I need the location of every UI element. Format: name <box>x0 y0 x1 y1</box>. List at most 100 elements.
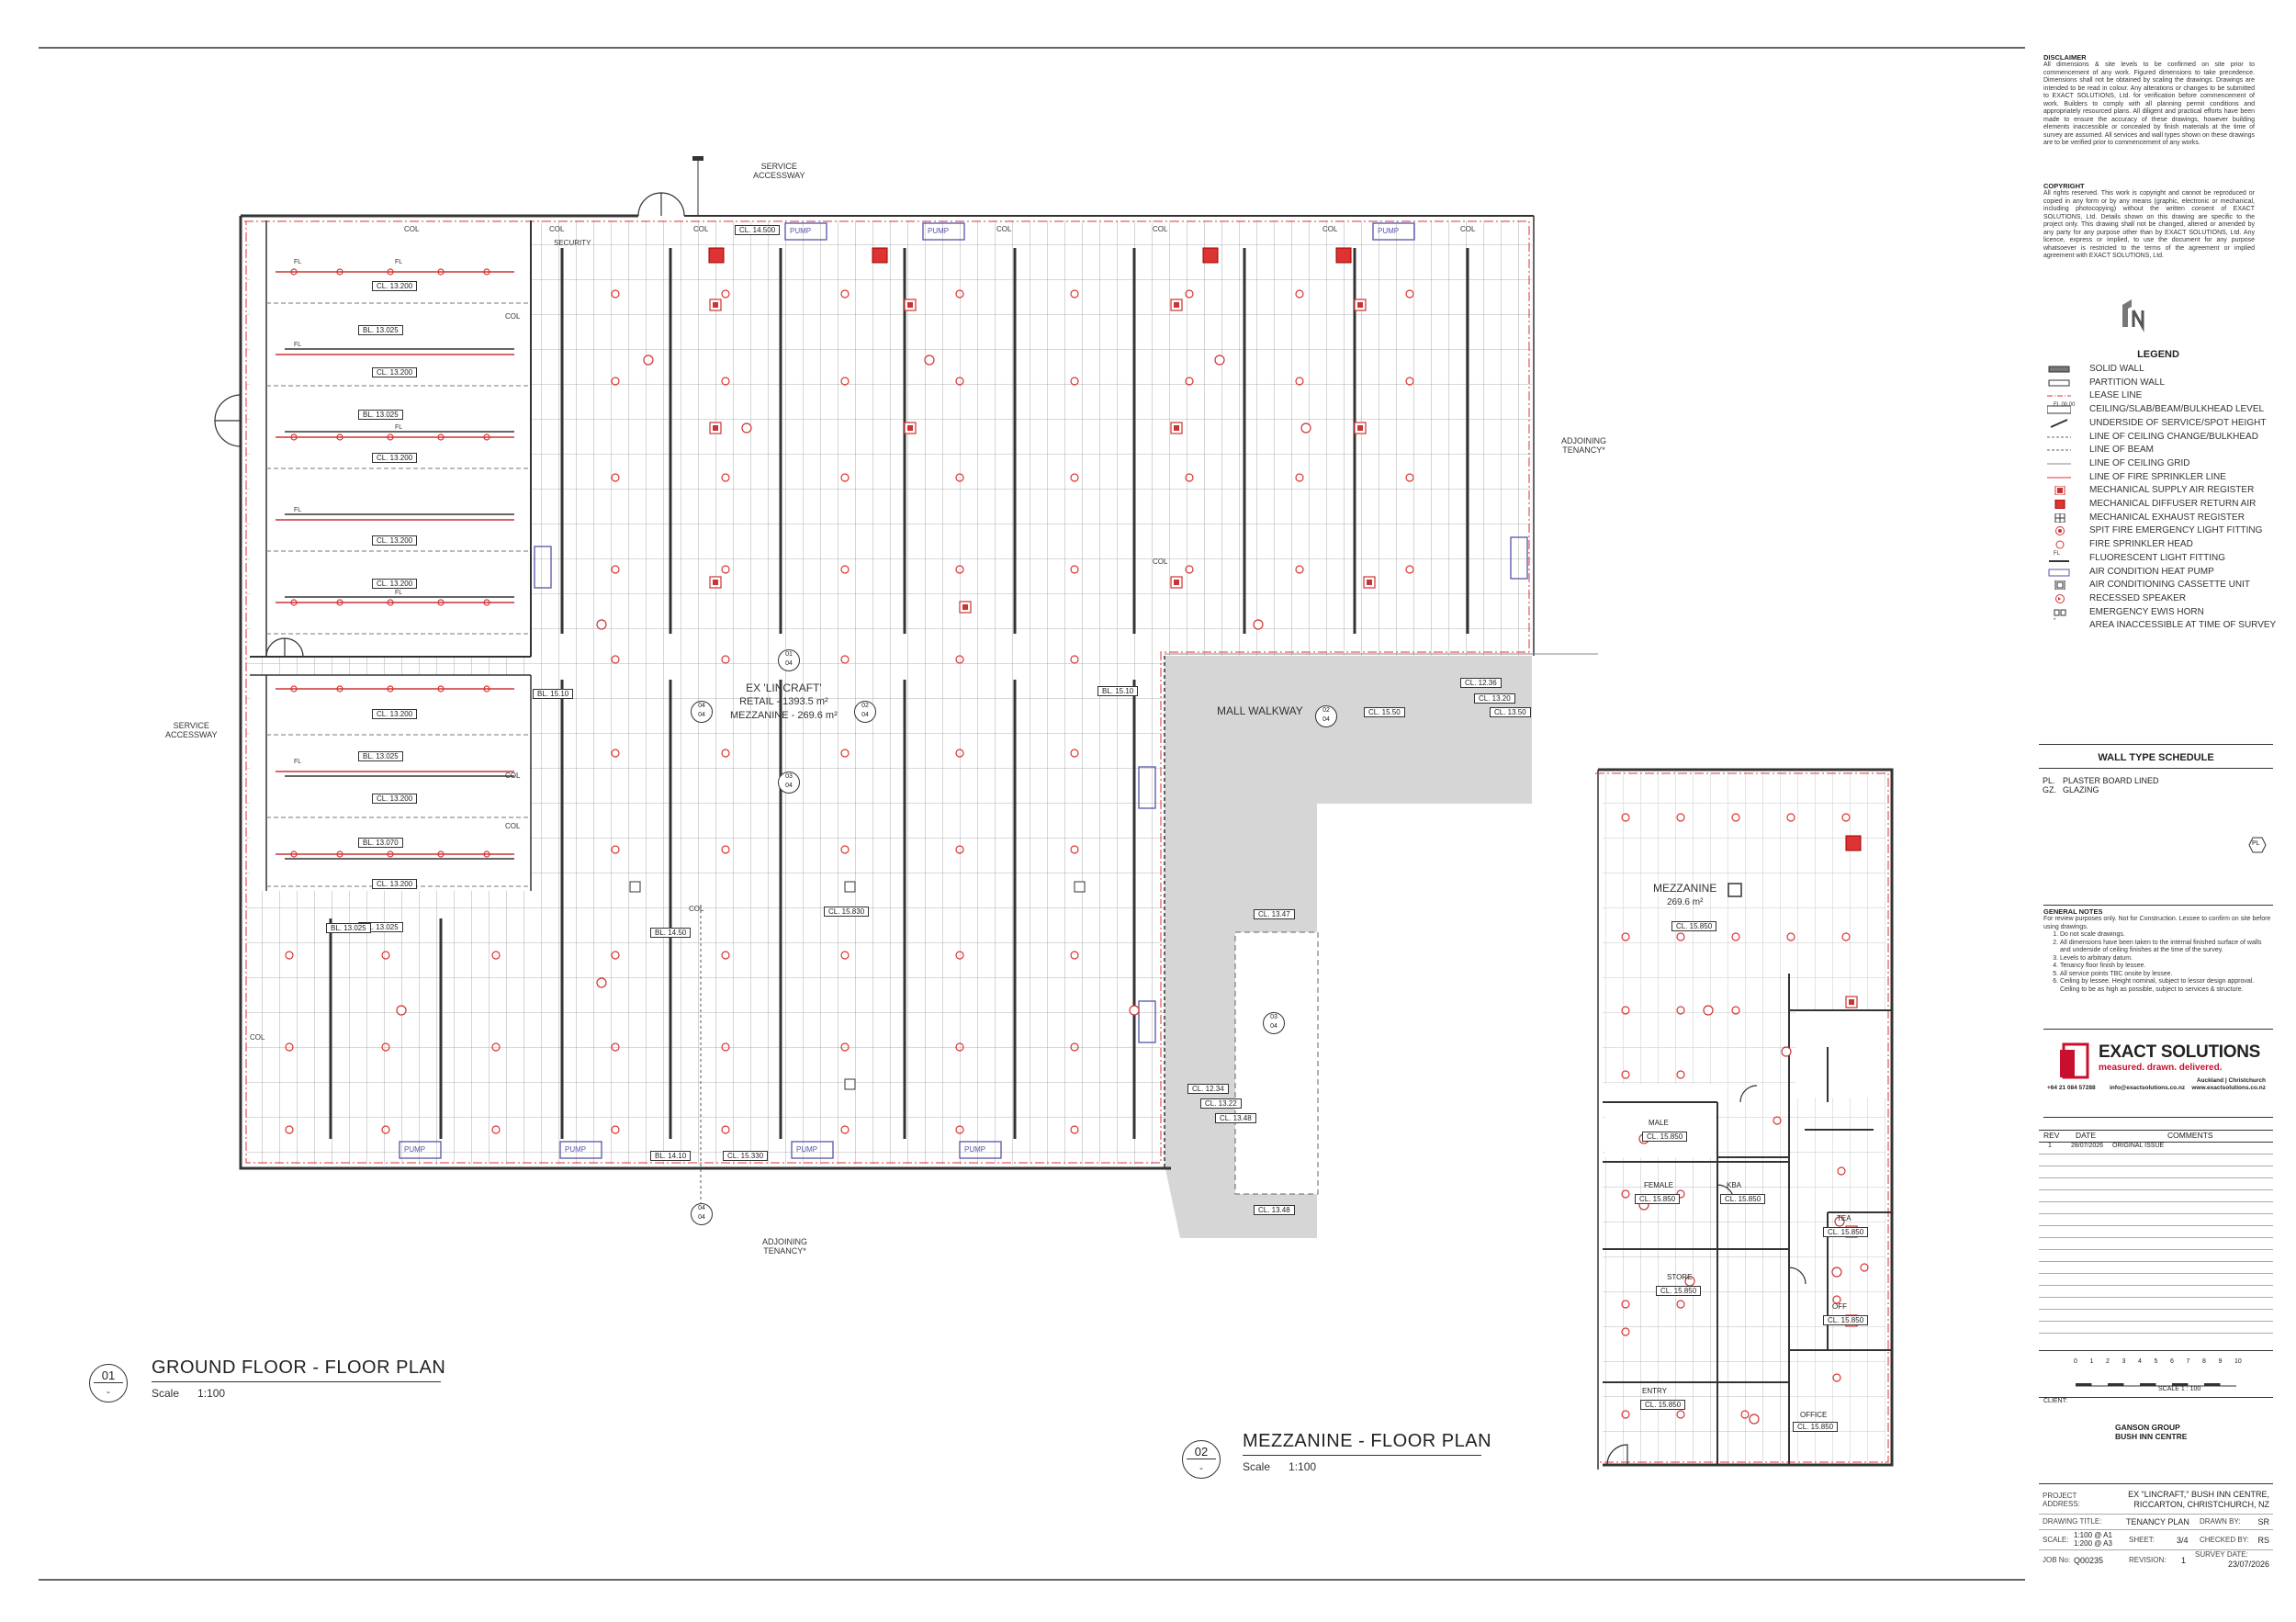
legend-item-label: RECESSED SPEAKER <box>2089 592 2187 603</box>
level-tag: BL. 13.025 <box>358 325 403 335</box>
wall-type-row: PL.PLASTER BOARD LINED <box>2043 776 2159 785</box>
scale-bar-graphic <box>2076 1377 2236 1387</box>
col-label: COL <box>689 905 704 913</box>
level-tag: CL. 12.34 <box>1187 1084 1229 1094</box>
scale-tick-label: 4 <box>2138 1358 2142 1365</box>
level-tag-icon: FL 00.00 <box>2046 402 2075 414</box>
mezzanine-label: MEZZANINE 269.6 m² <box>1653 882 1717 907</box>
col-label: COL <box>549 225 565 233</box>
fl-label: FL <box>294 507 302 513</box>
col-label: COL <box>1322 225 1338 233</box>
retail-area: RETAIL - 1393.5 m² <box>739 696 828 707</box>
revision-row-empty <box>2039 1166 2273 1178</box>
wall-type-row: GZ.GLAZING <box>2043 785 2099 794</box>
revision-header: REV DATE COMMENTS <box>2039 1130 2273 1143</box>
wall-type-badge: PL <box>2248 837 2267 853</box>
revision-row-empty <box>2039 1250 2273 1262</box>
level-tag: CL. 13.200 <box>372 281 418 291</box>
legend-symbol-tag: FL <box>2054 550 2061 557</box>
level-tag: CL. 15.850 <box>1823 1315 1869 1325</box>
legend-symbol-tag: * <box>2054 618 2056 625</box>
pump-label: PUMP <box>790 227 812 235</box>
revision-row-empty <box>2039 1226 2273 1238</box>
revision-row-empty <box>2039 1214 2273 1226</box>
level-tag: CL. 13.47 <box>1254 909 1295 919</box>
legend-item-label: SPIT FIRE EMERGENCY LIGHT FITTING <box>2089 525 2263 536</box>
level-tag: CL. 15.850 <box>1642 1132 1688 1142</box>
legend-item-label: FIRE SPRINKLER HEAD <box>2089 539 2193 550</box>
general-note-item: Tenancy floor finish by lessee. <box>2060 963 2273 971</box>
tenancy-name: EX 'LINCRAFT' <box>746 681 822 694</box>
wall-schedule: WALL TYPE SCHEDULE PL.PLASTER BOARD LINE… <box>2039 744 2273 853</box>
scale-bar-label: SCALE 1 : 100 <box>2158 1386 2201 1392</box>
room-name: TEA <box>1837 1214 1851 1222</box>
checked-by: RS <box>2257 1536 2269 1545</box>
level-tag: CL. 14.500 <box>735 225 781 235</box>
scale-tick-label: 10 <box>2234 1358 2242 1365</box>
level-tag: CL. 13.200 <box>372 367 418 377</box>
level-tag: CL. 13.50 <box>1490 707 1531 717</box>
col-label: COL <box>505 772 521 780</box>
legend-item-label: SOLID WALL <box>2089 364 2144 374</box>
ground-floor-plan <box>214 156 1598 1238</box>
plan-number-mezzanine: 02- <box>1182 1440 1221 1479</box>
level-tag: CL. 12.36 <box>1460 678 1502 688</box>
speaker-icon <box>2047 593 2071 603</box>
mezzanine-plan <box>1595 768 1894 1470</box>
copyright-text: All rights reserved. This work is copyri… <box>2043 190 2255 259</box>
project-address-line2: RICCARTON, CHRISTCHURCH, NZ <box>2133 1500 2269 1509</box>
level-tag: CL. 15.850 <box>1635 1194 1681 1204</box>
security-label: SECURITY <box>554 239 591 247</box>
legend-item-label: FLUORESCENT LIGHT FITTING <box>2089 552 2225 563</box>
cassette-icon <box>2047 580 2071 591</box>
company-phone: +64 21 084 57288 <box>2047 1085 2096 1091</box>
level-tag: CL. 13.20 <box>1474 693 1515 704</box>
revision-row-empty <box>2039 1190 2273 1202</box>
company-email: info@exactsolutions.co.nz <box>2110 1085 2186 1091</box>
general-notes-intro: For review purposes only. Not for Constr… <box>2043 916 2271 930</box>
level-tag: CL. 13.48 <box>1215 1113 1256 1123</box>
company-tagline: measured. drawn. delivered. <box>2099 1063 2223 1073</box>
legend-item-label: MECHANICAL DIFFUSER RETURN AIR <box>2089 499 2257 509</box>
legend-title: LEGEND <box>2137 349 2179 360</box>
general-notes-list: Do not scale drawings.All dimensions hav… <box>2043 931 2273 994</box>
pump-label: PUMP <box>928 227 950 235</box>
client-site: BUSH INN CENTRE <box>2115 1432 2188 1441</box>
level-tag: BL. 13.025 <box>326 923 371 933</box>
level-tag: CL. 15.330 <box>723 1151 769 1161</box>
legend-item-label: EMERGENCY EWIS HORN <box>2089 606 2204 617</box>
sprinkler-head-icon <box>2047 540 2071 549</box>
revision-row-empty <box>2039 1274 2273 1286</box>
disclaimer-text: All dimensions & site levels to be confi… <box>2043 62 2255 146</box>
room-name: OFF <box>1832 1302 1847 1311</box>
room-name: OFFICE <box>1800 1411 1828 1419</box>
level-tag: CL. 15.850 <box>1656 1286 1702 1296</box>
col-label: COL <box>1153 558 1168 566</box>
emergency-light-icon <box>2047 526 2071 536</box>
scale-a3: 1:200 @ A3 <box>2074 1539 2112 1548</box>
horn-icon <box>2047 608 2071 617</box>
scale-tick-label: 0 <box>2074 1358 2077 1365</box>
revision-row-empty <box>2039 1202 2273 1214</box>
client-block: CLIENT: GANSON GROUP BUSH INN CENTRE <box>2043 1398 2273 1441</box>
partition-wall-icon <box>2047 378 2071 388</box>
legend-item-label: CEILING/SLAB/BEAM/BULKHEAD LEVEL <box>2089 404 2265 415</box>
general-note-item: All dimensions have been taken to the in… <box>2060 940 2273 955</box>
level-tag: CL. 15.850 <box>1671 921 1717 931</box>
job-number: Q00235 <box>2074 1556 2104 1565</box>
legend-item-label: LINE OF BEAM <box>2089 445 2155 456</box>
survey-date: 23/07/2026 <box>2227 1560 2269 1569</box>
scale-tick-label: 7 <box>2186 1358 2190 1365</box>
col-label: COL <box>996 225 1012 233</box>
dash-line-icon <box>2047 433 2071 442</box>
drawn-by: SR <box>2257 1517 2269 1526</box>
pump-label: PUMP <box>796 1145 818 1154</box>
